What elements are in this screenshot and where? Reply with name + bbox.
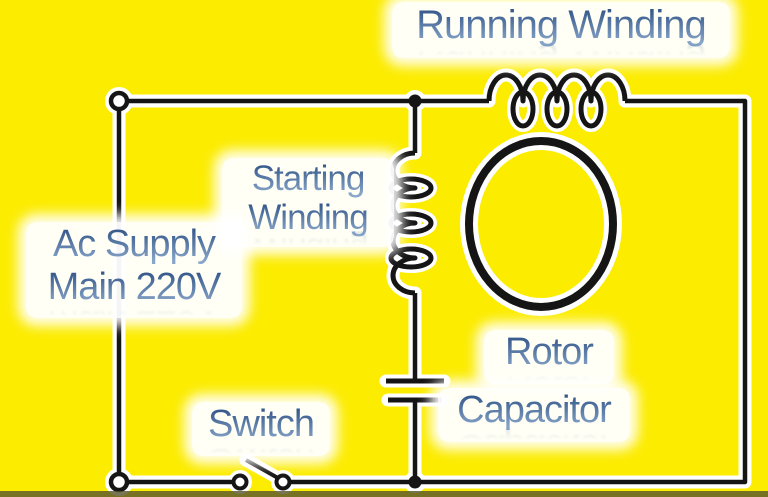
junction-dot [408, 94, 422, 108]
running-winding-coil-icon [486, 72, 628, 104]
rotor-circle-icon [465, 137, 617, 311]
ac-supply-label: Ac Supply Main 220V Main 220V [26, 222, 242, 319]
terminal-circle-icon [108, 471, 130, 493]
starting-coil-loop-icon [388, 246, 434, 270]
image-bottom-edge [0, 491, 768, 497]
starting-winding-text-line1: Starting [226, 159, 390, 198]
junction-dot [408, 475, 422, 489]
capacitor-label: Capacitor Capacitor [438, 388, 630, 442]
ac-supply-reflection: Main 220V [30, 302, 238, 318]
rotor-label: Rotor Rotor [484, 330, 614, 384]
capacitor-reflection: Capacitor [442, 426, 626, 441]
starting-winding-text-line2: Winding [226, 198, 390, 237]
wire-layer [108, 72, 748, 493]
rotor-reflection: Rotor [488, 368, 610, 383]
switch-text: Switch [196, 403, 326, 446]
switch-label: Switch Switch [192, 402, 330, 456]
terminal-circle-icon [108, 90, 130, 112]
running-winding-label: Running Winding Running Winding [392, 2, 730, 58]
ac-supply-text-line1: Ac Supply [30, 223, 238, 266]
starting-winding-reflection: Winding [226, 231, 390, 248]
right-wire [291, 98, 748, 485]
open-switch-icon [245, 458, 279, 480]
running-coil-loop-icon [578, 89, 604, 129]
switch-reflection: Switch [196, 440, 326, 455]
switch-contact-icon [274, 473, 292, 491]
running-coil-loop-icon [510, 89, 536, 129]
capacitor-text: Capacitor [442, 389, 626, 432]
switch-contact-icon [231, 473, 249, 491]
starting-winding-label: Starting Winding Winding [222, 158, 394, 248]
rotor-text: Rotor [488, 331, 610, 374]
running-winding-reflection: Running Winding [396, 42, 726, 58]
ac-supply-text-line2: Main 220V [30, 266, 238, 309]
running-winding-text: Running Winding [396, 3, 726, 48]
running-coil-loop-icon [544, 89, 570, 129]
